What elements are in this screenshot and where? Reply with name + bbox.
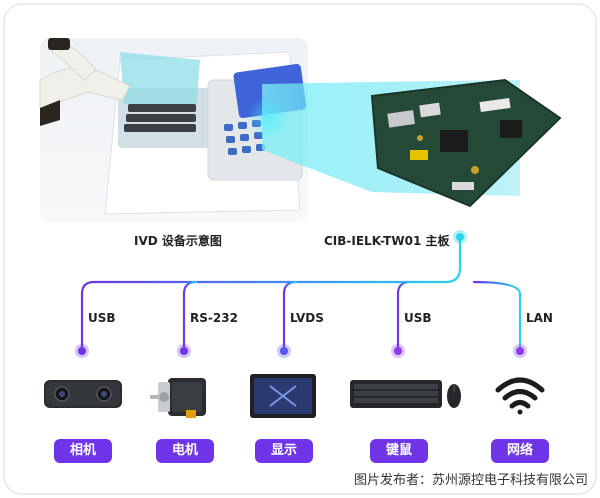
keyboard-mouse-icon bbox=[350, 380, 461, 408]
interface-label-usb-2: USB bbox=[404, 311, 432, 325]
display-icon bbox=[250, 374, 316, 418]
device-pill-camera: 相机 bbox=[54, 439, 112, 463]
interface-label-lan: LAN bbox=[526, 311, 553, 325]
motherboard-image bbox=[370, 78, 562, 208]
wifi-icon bbox=[495, 377, 545, 415]
interface-label-usb-1: USB bbox=[88, 311, 116, 325]
board-caption: CIB-IELK-TW01 主板 bbox=[324, 234, 450, 248]
camera-icon bbox=[44, 380, 122, 408]
device-pill-display: 显示 bbox=[255, 439, 313, 463]
publisher-credit: 图片发布者：苏州源控电子科技有限公司 bbox=[353, 473, 588, 488]
connection-lines bbox=[80, 235, 522, 353]
interface-label-lvds: LVDS bbox=[290, 311, 324, 325]
device-pill-motor: 电机 bbox=[156, 439, 214, 463]
endpoint-nodes bbox=[75, 344, 527, 358]
motor-icon bbox=[150, 378, 206, 418]
device-pill-network: 网络 bbox=[491, 439, 549, 463]
interface-label-rs232: RS-232 bbox=[190, 311, 238, 325]
ivd-caption: IVD 设备示意图 bbox=[134, 234, 222, 248]
device-pill-keyboard-mouse: 键鼠 bbox=[370, 439, 428, 463]
